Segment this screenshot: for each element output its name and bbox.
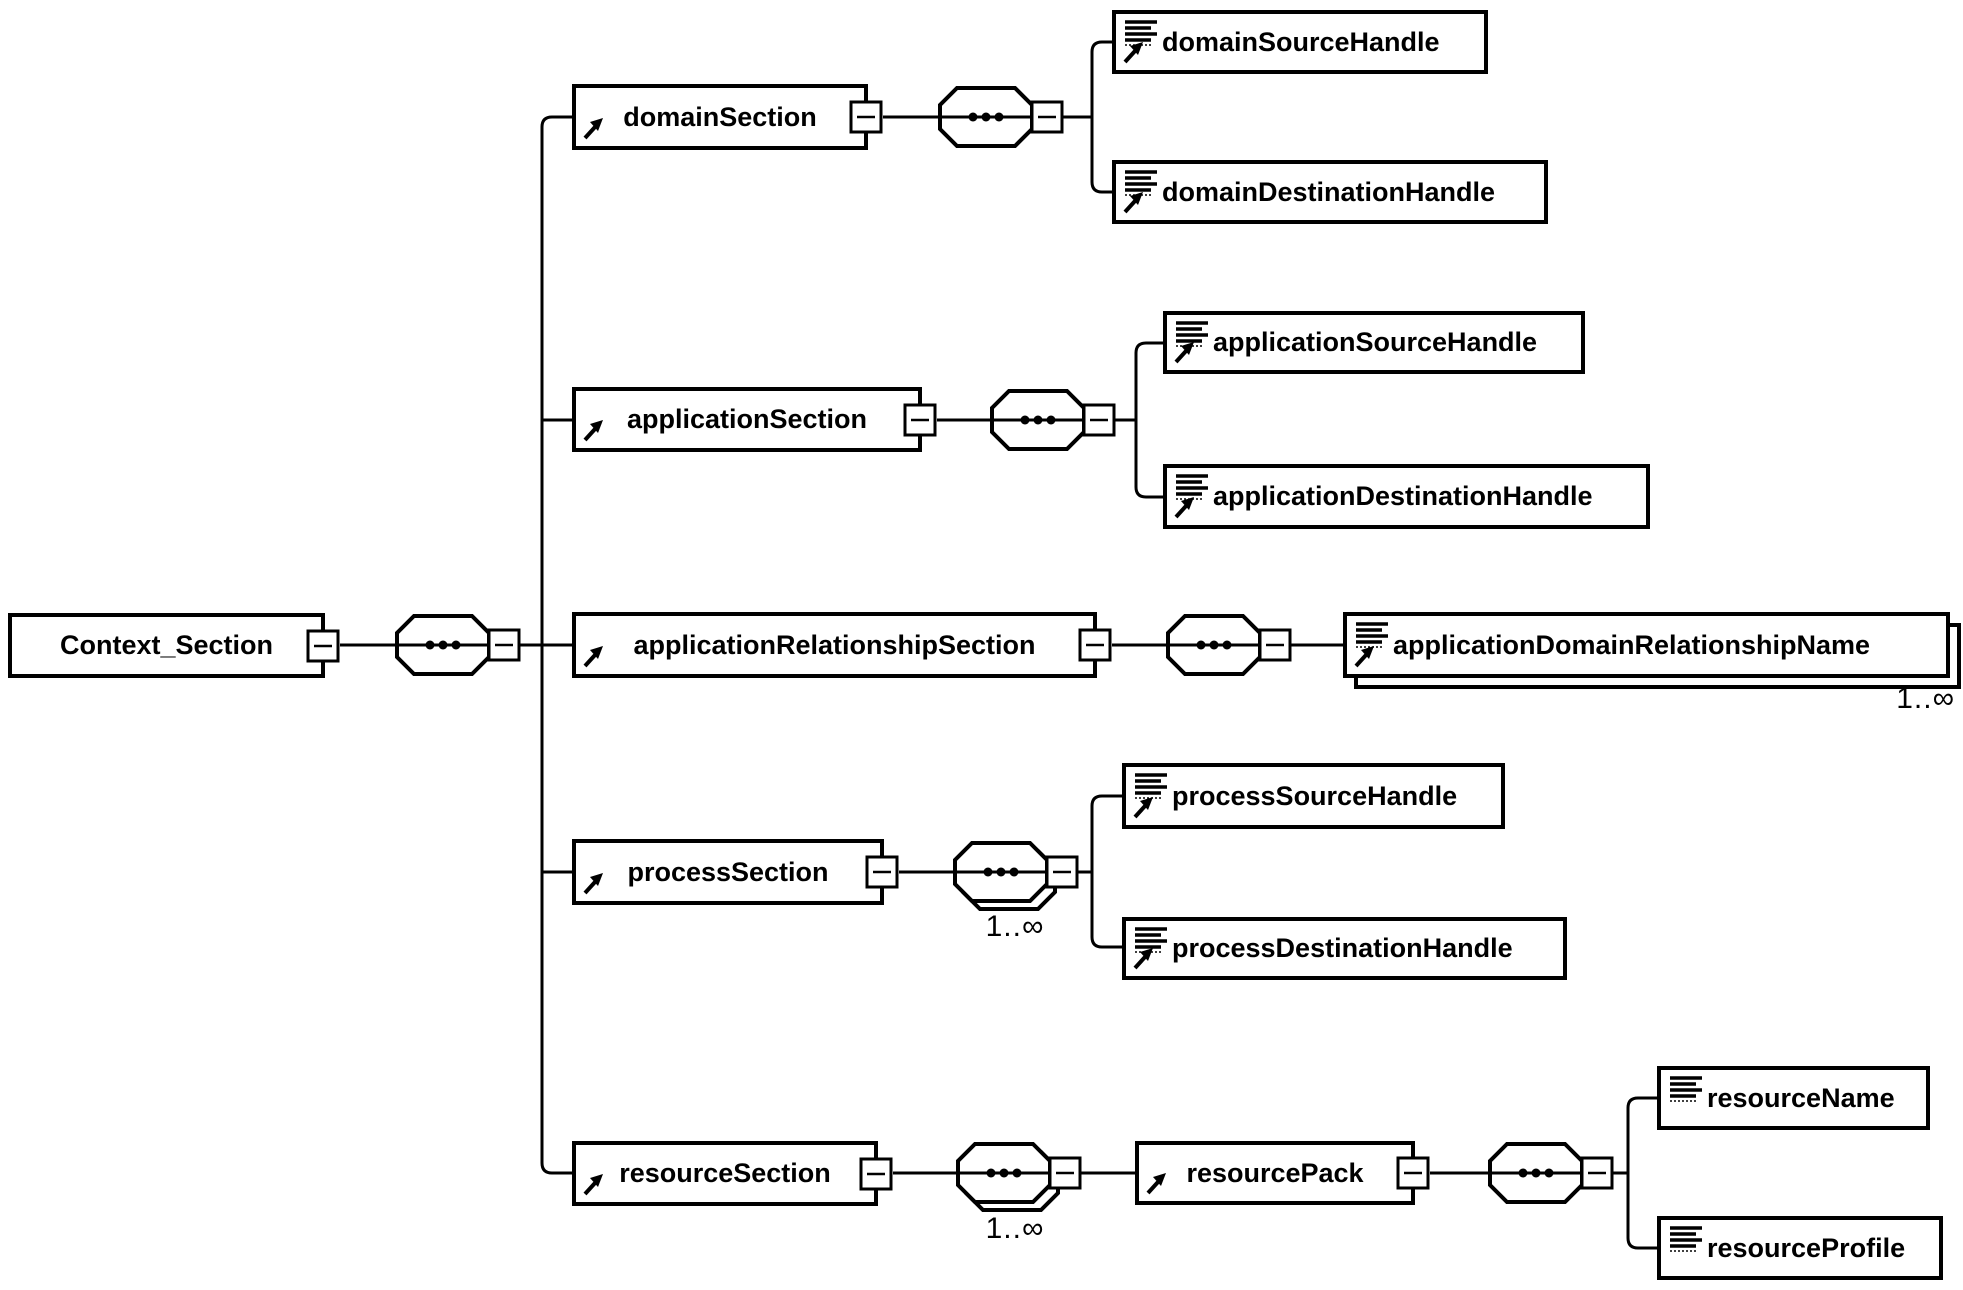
sequence-compositor-resource xyxy=(956,1142,1082,1212)
content-lines-icon xyxy=(1356,622,1388,648)
sequence-compositor-application xyxy=(990,389,1116,451)
element-label: domainDestinationHandle xyxy=(1162,176,1496,207)
element-label: domainSection xyxy=(623,101,817,132)
occurrence-label: 1..∞ xyxy=(985,910,1045,943)
element-label: processSection xyxy=(627,856,829,887)
element-label: applicationDomainRelationshipName xyxy=(1393,629,1871,660)
element-label: resourceSection xyxy=(619,1158,831,1188)
element-label: resourceProfile xyxy=(1707,1232,1906,1263)
element-label: applicationDestinationHandle xyxy=(1213,481,1593,511)
occurrence-label: 1..∞ xyxy=(985,1212,1045,1245)
reference-arrow-icon xyxy=(583,1174,603,1196)
content-lines-icon xyxy=(1135,773,1167,799)
element-label: applicationSection xyxy=(626,404,868,434)
reference-arrow-icon xyxy=(583,646,603,668)
reference-arrow-icon xyxy=(1354,646,1374,668)
connector-square xyxy=(1078,628,1112,662)
element-box-context-section: Context_Section xyxy=(8,613,340,678)
reference-arrow-icon xyxy=(1174,497,1194,519)
element-box-domain-section: domainSection xyxy=(572,84,883,150)
occurrence-label: 1..∞ xyxy=(1896,682,1955,715)
sequence-compositor-root xyxy=(395,614,521,676)
reference-arrow-icon xyxy=(583,873,603,895)
element-box-application-relationship-section: applicationRelationshipSection xyxy=(572,612,1112,678)
element-box-application-destination-handle: applicationDestinationHandle xyxy=(1163,464,1650,529)
sequence-compositor-process xyxy=(953,841,1079,911)
element-box-process-destination-handle: processDestinationHandle xyxy=(1122,917,1567,980)
element-box-domain-destination-handle: domainDestinationHandle xyxy=(1112,160,1548,224)
connector-square xyxy=(1396,1156,1430,1190)
reference-arrow-icon xyxy=(1123,192,1143,214)
reference-arrow-icon xyxy=(583,420,603,442)
element-box-application-section: applicationSection xyxy=(572,387,937,452)
reference-arrow-icon xyxy=(1133,948,1153,970)
reference-arrow-icon xyxy=(1133,797,1153,819)
element-label: domainSourceHandle xyxy=(1162,26,1440,57)
element-label: resourceName xyxy=(1707,1082,1895,1113)
content-lines-icon xyxy=(1670,1226,1702,1252)
element-box-resource-profile: resourceProfile xyxy=(1657,1216,1943,1280)
wire-trunk xyxy=(540,115,572,1175)
element-box-resource-pack: resourcePack xyxy=(1135,1141,1430,1205)
element-box-resource-name: resourceName xyxy=(1657,1066,1930,1130)
wire-resourcepack-branch xyxy=(1626,1096,1657,1250)
element-label: resourcePack xyxy=(1186,1157,1364,1188)
reference-arrow-icon xyxy=(1123,42,1143,64)
wire-application-branch xyxy=(1134,341,1163,499)
element-box-process-section: processSection xyxy=(572,839,899,905)
element-box-domain-source-handle: domainSourceHandle xyxy=(1112,10,1488,74)
content-lines-icon xyxy=(1670,1076,1702,1102)
sequence-compositor-relationship xyxy=(1166,614,1292,676)
wire-process-branch xyxy=(1090,794,1122,949)
element-label: Context_Section xyxy=(59,630,274,660)
element-label: processSourceHandle xyxy=(1172,780,1458,811)
connector-square xyxy=(903,403,937,436)
reference-arrow-icon xyxy=(583,118,603,140)
element-label: applicationRelationshipSection xyxy=(633,629,1036,660)
wire-domain-branch xyxy=(1090,40,1112,194)
element-box-process-source-handle: processSourceHandle xyxy=(1122,763,1505,829)
element-box-resource-section: resourceSection xyxy=(572,1141,893,1206)
sequence-compositor-domain xyxy=(938,86,1064,148)
element-label: applicationSourceHandle xyxy=(1213,327,1538,357)
connector-square xyxy=(306,629,340,662)
reference-arrow-icon xyxy=(1146,1173,1166,1195)
connector-square xyxy=(849,100,883,134)
sequence-compositor-resourcepack xyxy=(1488,1142,1614,1204)
connector-square xyxy=(865,855,899,889)
reference-arrow-icon xyxy=(1174,342,1194,364)
element-label: processDestinationHandle xyxy=(1172,933,1513,963)
element-box-application-domain-relationship-name: applicationDomainRelationshipName xyxy=(1343,612,1950,678)
element-box-application-source-handle: applicationSourceHandle xyxy=(1163,311,1585,374)
connector-square xyxy=(859,1157,893,1190)
